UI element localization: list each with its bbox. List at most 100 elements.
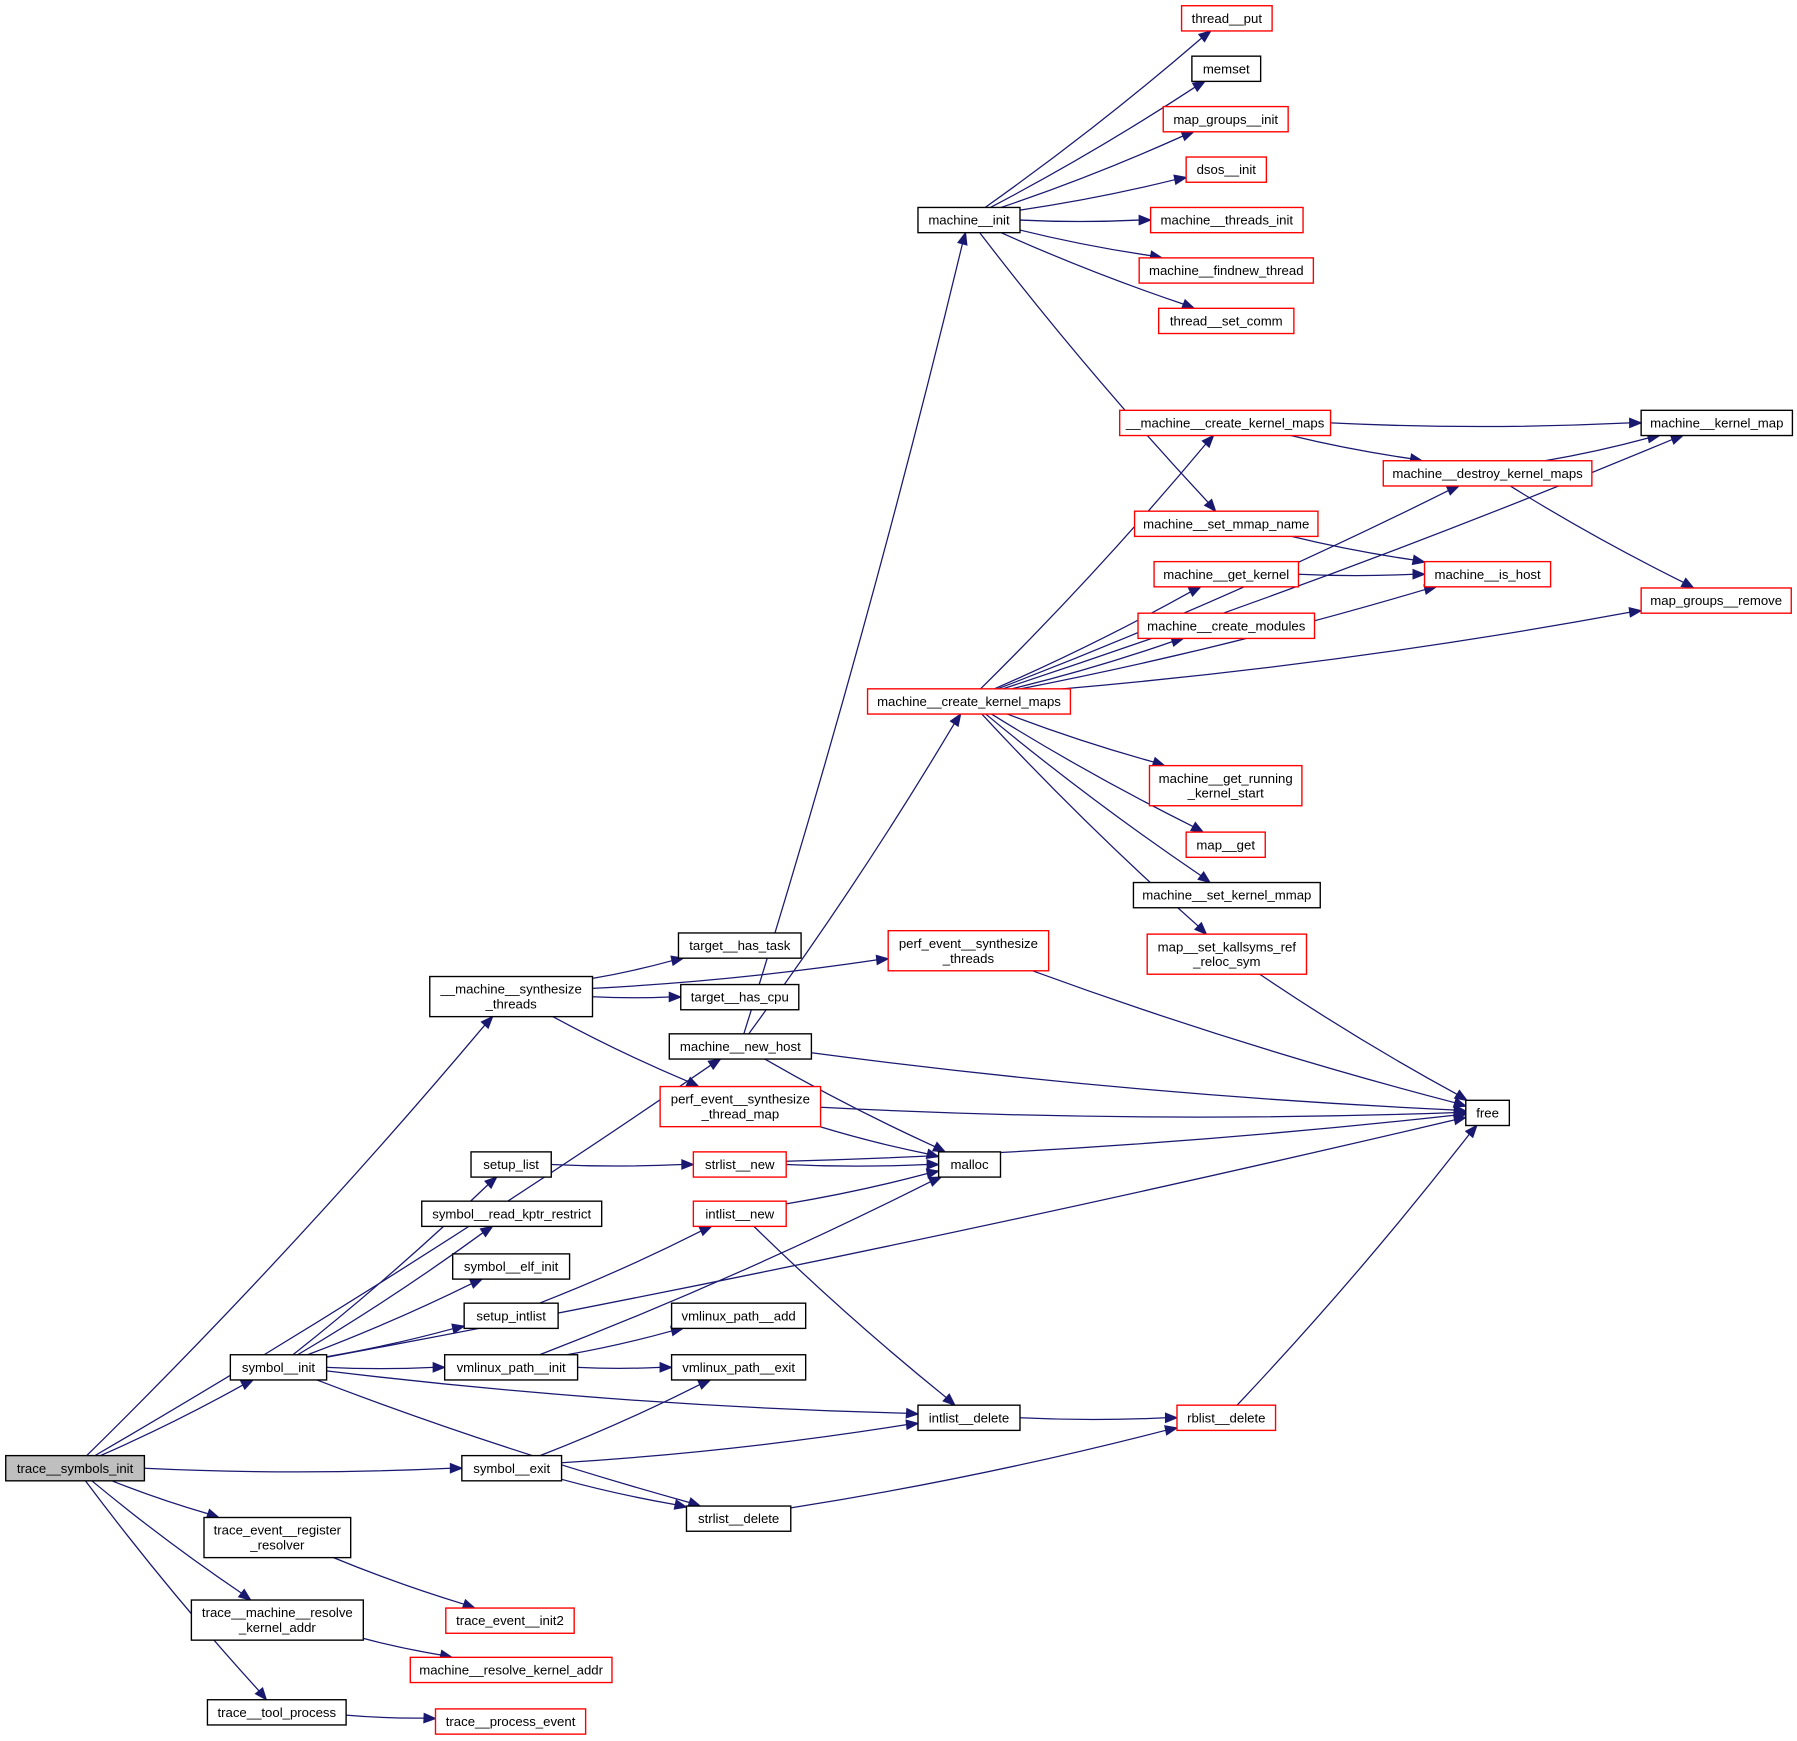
node-label: map__get [1196, 837, 1255, 852]
node-machine__threads_init[interactable]: machine__threads_init [1149, 206, 1304, 234]
node-trace_event__init2[interactable]: trace_event__init2 [445, 1607, 575, 1634]
node-box [1132, 881, 1321, 909]
node-machine__set_mmap_name[interactable]: machine__set_mmap_name [1133, 510, 1319, 538]
node-__machine__synthesize_threads[interactable]: __machine__synthesize_threads [429, 975, 594, 1018]
edge-line [1544, 437, 1649, 462]
node-trace_event__register_resolver[interactable]: trace_event__register_resolver [203, 1516, 352, 1559]
arrowhead-icon [423, 1712, 438, 1724]
node-label: vmlinux_path__add [682, 1308, 796, 1323]
node-box [5, 1454, 146, 1482]
node-map__get[interactable]: map__get [1185, 831, 1266, 859]
node-label: machine__kernel_map [1650, 416, 1783, 431]
edge-machine__init-to-memset [990, 80, 1207, 209]
node-rblist__delete[interactable]: rblist__delete [1176, 1404, 1277, 1432]
node-label: trace__tool_process [217, 1705, 336, 1720]
edge-machine__create_kernel_maps-to-__machine__create_kernel_maps [980, 434, 1215, 690]
node-box [1133, 510, 1319, 538]
node-label: setup_list [483, 1157, 539, 1172]
edge-symbol__init-to-setup_intlist [326, 1323, 466, 1358]
node-strlist__delete[interactable]: strlist__delete [685, 1505, 792, 1532]
node-machine__create_kernel_maps[interactable]: machine__create_kernel_maps [866, 688, 1072, 715]
edge-perf_event__synthesize_thread_map-to-malloc [819, 1126, 941, 1159]
node-box [1180, 5, 1273, 32]
node-thread__set_comm[interactable]: thread__set_comm [1157, 307, 1295, 335]
node-trace__process_event[interactable]: trace__process_event [434, 1708, 587, 1735]
edge-line [743, 243, 964, 1035]
arrowhead-icon [875, 954, 890, 966]
edge-line [566, 1330, 673, 1356]
node-__machine__create_kernel_maps[interactable]: __machine__create_kernel_maps [1118, 409, 1332, 437]
node-memset[interactable]: memset [1191, 55, 1262, 83]
node-label: vmlinux_path__init [457, 1360, 566, 1375]
node-strlist__new[interactable]: strlist__new [692, 1151, 787, 1178]
node-map__set_kallsyms_ref_reloc_sym[interactable]: map__set_kallsyms_ref_reloc_sym [1146, 933, 1308, 975]
arrowhead-icon [1464, 1124, 1478, 1139]
node-target__has_cpu[interactable]: target__has_cpu [680, 983, 800, 1011]
node-machine__destroy_kernel_maps[interactable]: machine__destroy_kernel_maps [1382, 460, 1593, 487]
node-machine__new_host[interactable]: machine__new_host [668, 1033, 813, 1060]
node-machine__get_kernel[interactable]: machine__get_kernel [1153, 560, 1300, 588]
node-label: map__set_kallsyms_ref [1158, 939, 1297, 954]
node-setup_intlist[interactable]: setup_intlist [463, 1302, 559, 1330]
node-machine__get_running_kernel_start[interactable]: machine__get_running_kernel_start [1148, 764, 1303, 807]
node-machine__is_host[interactable]: machine__is_host [1423, 560, 1552, 588]
node-machine__set_kernel_mmap[interactable]: machine__set_kernel_mmap [1132, 881, 1321, 909]
node-symbol__read_kptr_restrict[interactable]: symbol__read_kptr_restrict [421, 1200, 603, 1228]
edge-trace__symbols_init-to-machine__new_host [94, 1058, 722, 1457]
node-box [1382, 460, 1593, 487]
node-dsos__init[interactable]: dsos__init [1185, 156, 1268, 183]
node-perf_event__synthesize_threads[interactable]: perf_event__synthesize_threads [887, 929, 1050, 972]
node-trace__tool_process[interactable]: trace__tool_process [206, 1699, 347, 1726]
node-label: target__has_task [689, 938, 790, 953]
node-target__has_task[interactable]: target__has_task [677, 932, 802, 959]
edge-line [297, 1232, 484, 1356]
node-box [680, 983, 800, 1011]
node-machine__create_modules[interactable]: machine__create_modules [1137, 612, 1316, 640]
edge-line [980, 443, 1207, 690]
edge-line [539, 1384, 701, 1457]
node-intlist__delete[interactable]: intlist__delete [917, 1404, 1021, 1432]
edge-line [820, 1106, 1455, 1118]
node-machine__init[interactable]: machine__init [917, 206, 1021, 234]
node-vmlinux_path__add[interactable]: vmlinux_path__add [670, 1302, 807, 1330]
node-free[interactable]: free [1465, 1099, 1511, 1127]
edge-machine__destroy_kernel_maps-to-machine__kernel_map [1544, 432, 1661, 462]
node-box [692, 1151, 787, 1178]
node-malloc[interactable]: malloc [937, 1151, 1002, 1178]
edge-line [333, 1557, 465, 1605]
edge-machine__init-to-machine__set_mmap_name [979, 232, 1217, 513]
node-machine__findnew_thread[interactable]: machine__findnew_thread [1138, 257, 1315, 284]
edge-strlist__new-to-free [786, 1109, 1468, 1162]
node-trace__machine__resolve_kernel_addr[interactable]: trace__machine__resolve_kernel_addr [190, 1599, 364, 1641]
node-machine__kernel_map[interactable]: machine__kernel_map [1640, 409, 1794, 437]
node-symbol__init[interactable]: symbol__init [229, 1354, 328, 1381]
node-thread__put[interactable]: thread__put [1180, 5, 1273, 32]
node-map_groups__remove[interactable]: map_groups__remove [1640, 587, 1792, 614]
node-machine__resolve_kernel_addr[interactable]: machine__resolve_kernel_addr [409, 1656, 613, 1684]
node-vmlinux_path__exit[interactable]: vmlinux_path__exit [670, 1354, 807, 1381]
arrowhead-icon [1180, 298, 1196, 309]
edge-line [1330, 422, 1630, 428]
arrowhead-icon [479, 1225, 494, 1238]
node-symbol__exit[interactable]: symbol__exit [461, 1454, 563, 1482]
node-box [887, 929, 1050, 972]
arrowhead-icon [957, 231, 968, 246]
node-label: machine__set_mmap_name [1143, 516, 1309, 531]
node-intlist__new[interactable]: intlist__new [692, 1200, 787, 1228]
edge-line [979, 232, 1209, 503]
edge-line [1298, 573, 1414, 577]
node-symbol__elf_init[interactable]: symbol__elf_init [452, 1253, 571, 1280]
node-setup_list[interactable]: setup_list [470, 1151, 552, 1178]
node-box [866, 688, 1072, 715]
arrowhead-icon [1197, 870, 1212, 884]
node-box [1153, 560, 1300, 588]
edge-line [985, 713, 1202, 877]
node-trace__symbols_init[interactable]: trace__symbols_init [5, 1454, 146, 1482]
node-perf_event__synthesize_thread_map[interactable]: perf_event__synthesize_thread_map [659, 1085, 822, 1128]
node-vmlinux_path__init[interactable]: vmlinux_path__init [443, 1354, 579, 1381]
edge-line [811, 1052, 1455, 1111]
arrowhead-icon [905, 1419, 920, 1431]
arrowhead-icon [668, 991, 683, 1003]
node-map_groups__init[interactable]: map_groups__init [1162, 105, 1289, 133]
edge-trace_event__register_resolver-to-trace_event__init2 [333, 1557, 477, 1610]
